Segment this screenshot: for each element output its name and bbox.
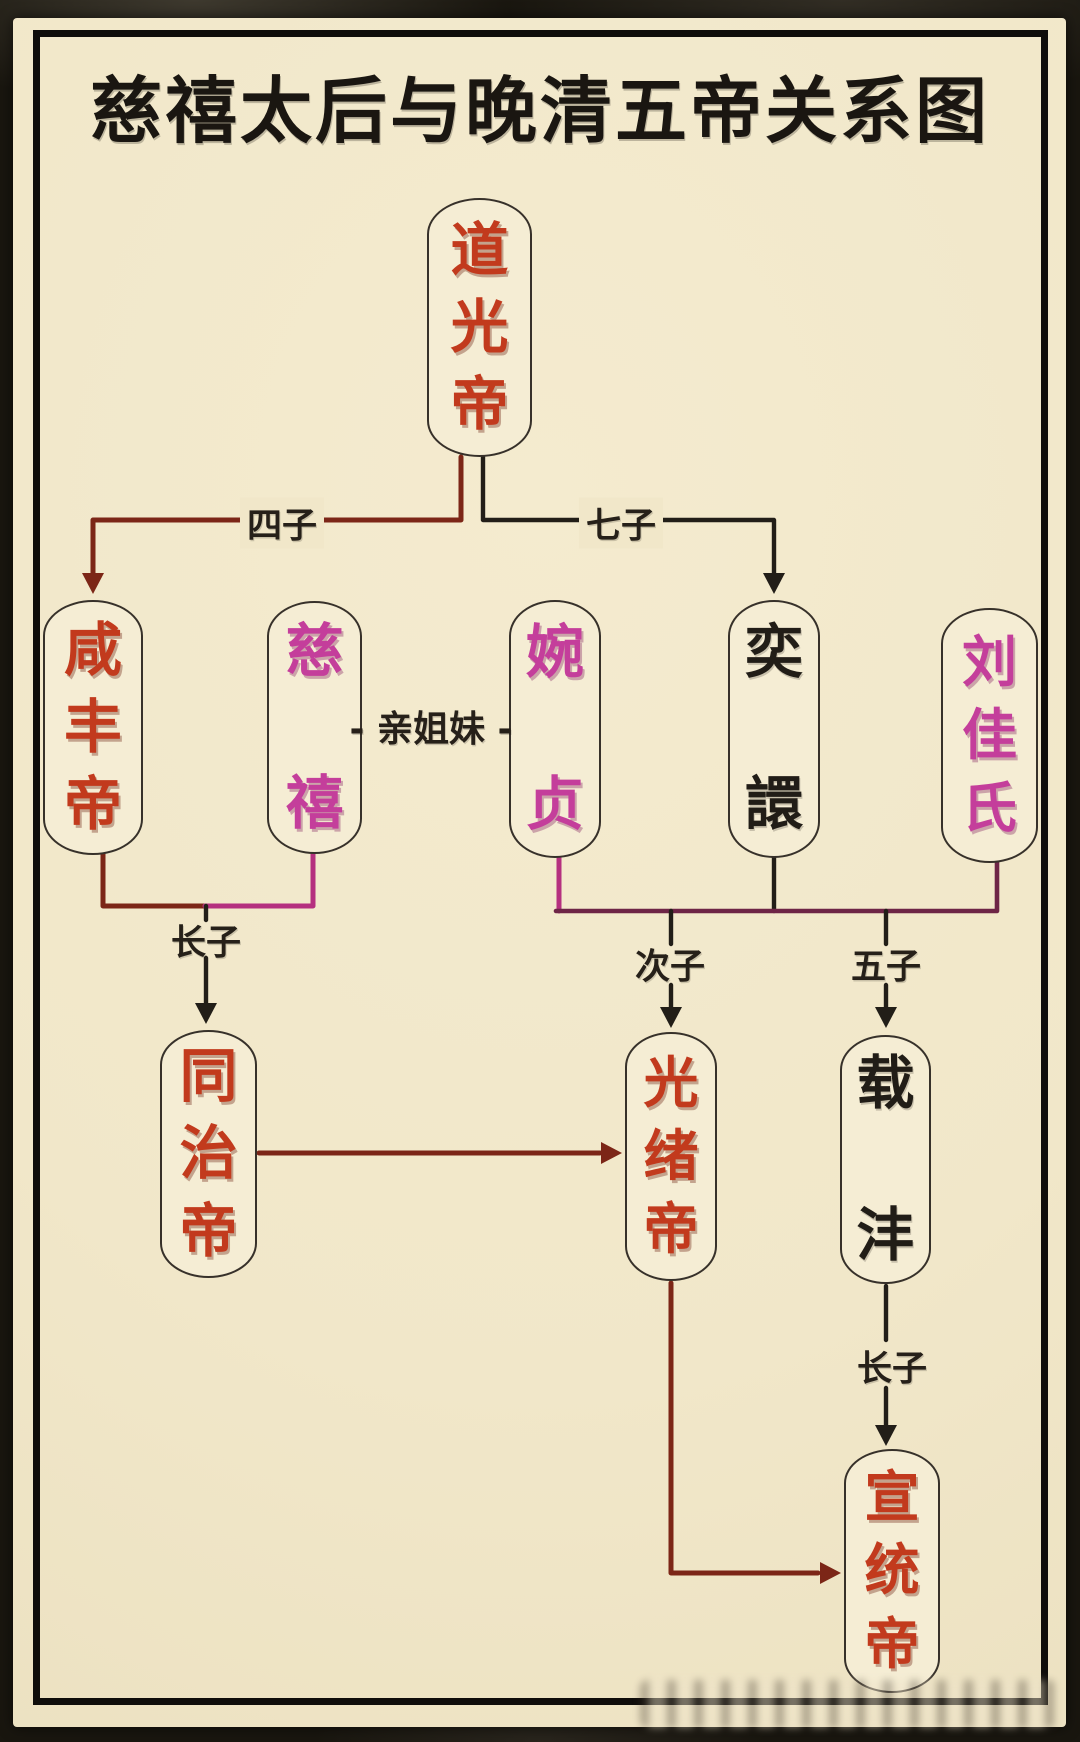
arrowhead-yixuan: [763, 573, 785, 594]
arrowhead-guangxu: [660, 1007, 682, 1028]
node-zaifeng: 载沣: [840, 1035, 931, 1284]
arrowhead-guangxu-left: [601, 1142, 622, 1164]
node-xianfeng-label: 咸丰帝: [64, 615, 123, 839]
node-daoguang: 道光帝: [427, 198, 532, 457]
edge-label-fifth-son: 五子: [850, 947, 922, 988]
diagram-title: 慈禧太后与晚清五帝关系图: [89, 68, 990, 153]
edge-liujiashi-junction: [553, 858, 1000, 914]
node-guangxu-label: 光绪帝: [643, 1050, 699, 1262]
paper-background: [13, 18, 1066, 1727]
edge-label-eldest-son-xuantong: 长子: [856, 1349, 928, 1390]
node-liujiashi-label: 刘佳氏: [962, 629, 1018, 841]
node-cixi-label: 慈禧: [285, 616, 344, 837]
node-cixi: 慈禧: [267, 601, 362, 854]
edge-xianfeng-junction: [100, 848, 208, 909]
edge-label-fourth-son: 四子: [239, 497, 325, 549]
node-wanzhen-label: 婉贞: [526, 618, 585, 838]
arrowhead-xuantong-top: [875, 1425, 897, 1446]
node-xuantong-label: 宣统帝: [864, 1465, 920, 1676]
edge-guangxu-xuantong: [668, 1280, 821, 1576]
arrowhead-xianfeng: [82, 573, 104, 594]
node-xianfeng: 咸丰帝: [43, 600, 143, 855]
scan-smudge-artifact: [640, 1680, 1056, 1728]
edge-daoguang-yixuan: [480, 454, 777, 581]
arrowhead-tongzhi: [195, 1003, 217, 1024]
edge-cixi-junction: [202, 847, 316, 909]
node-daoguang-label: 道光帝: [450, 215, 509, 439]
edge-label-sisters: - 亲姐妹 -: [349, 709, 513, 750]
node-yixuan-label: 奕譞: [745, 618, 804, 838]
node-zaifeng-label: 载沣: [856, 1048, 915, 1269]
edge-label-eldest-son-tongzhi: 长子: [170, 923, 242, 964]
node-guangxu: 光绪帝: [625, 1032, 717, 1281]
edge-daoguang-xianfeng: [90, 454, 464, 581]
node-liujiashi: 刘佳氏: [941, 608, 1038, 863]
node-xuantong: 宣统帝: [844, 1449, 940, 1693]
node-tongzhi: 同治帝: [160, 1030, 257, 1278]
edge-label-second-son: 次子: [634, 947, 706, 988]
arrowhead-xuantong-left: [820, 1562, 841, 1584]
node-wanzhen: 婉贞: [509, 600, 601, 858]
node-yixuan: 奕譞: [728, 600, 820, 858]
edge-label-seventh-son: 七子: [578, 497, 664, 549]
node-tongzhi-label: 同治帝: [179, 1042, 238, 1265]
frame-border: [33, 30, 1048, 1705]
arrowhead-zaifeng: [875, 1007, 897, 1028]
